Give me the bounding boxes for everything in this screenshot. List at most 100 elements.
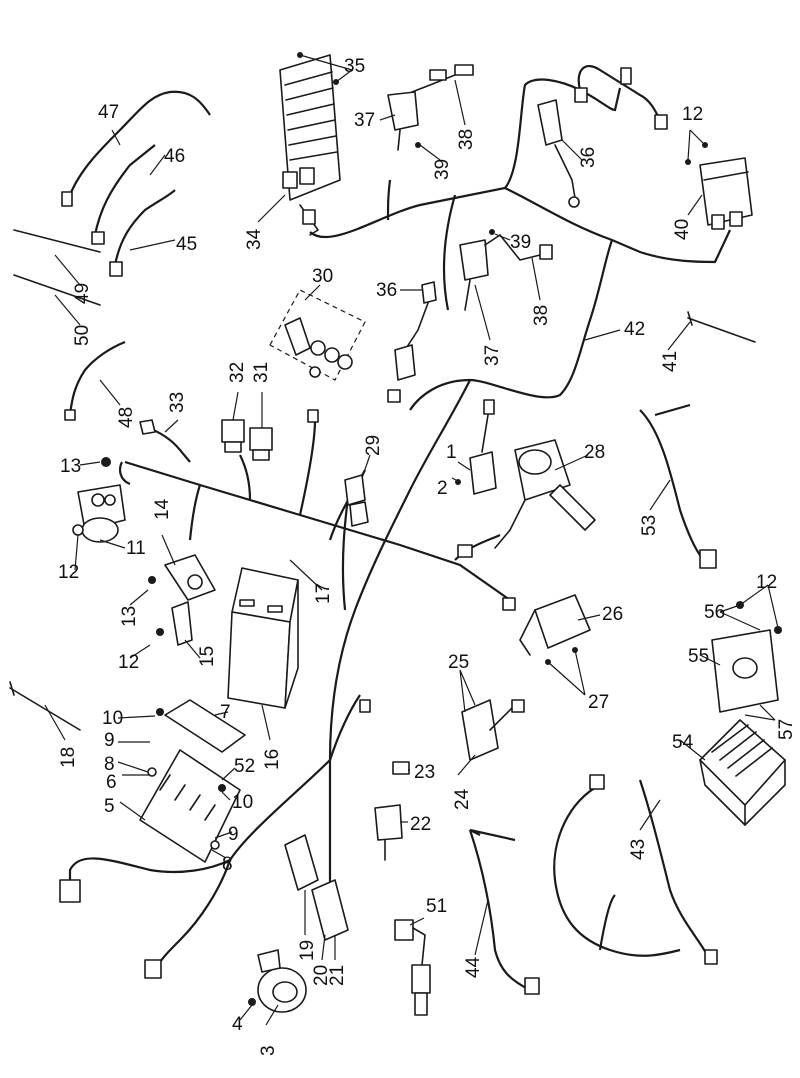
cable-tie-49 bbox=[13, 229, 101, 253]
callout-34: 34 bbox=[244, 228, 265, 250]
callout-18: 18 bbox=[58, 747, 79, 768]
fuse-box bbox=[139, 708, 241, 863]
callout-48: 48 bbox=[116, 407, 137, 428]
callout-9-lower: 9 bbox=[228, 824, 239, 845]
sensor-1 bbox=[455, 399, 497, 495]
callout-42: 42 bbox=[624, 319, 645, 340]
callout-31: 31 bbox=[251, 362, 272, 383]
starter-relay bbox=[72, 457, 126, 543]
callout-39-top: 39 bbox=[432, 159, 453, 180]
callout-19: 19 bbox=[297, 940, 318, 961]
wire-48 bbox=[64, 340, 126, 421]
callout-3: 3 bbox=[258, 1045, 279, 1056]
callout-20: 20 bbox=[311, 965, 332, 986]
connector-23 bbox=[392, 761, 410, 775]
callout-10-lower: 10 bbox=[232, 792, 253, 813]
handlebar-switch bbox=[494, 439, 596, 549]
callout-54: 54 bbox=[672, 732, 694, 753]
callout-17: 17 bbox=[313, 583, 334, 604]
callout-15: 15 bbox=[197, 646, 218, 667]
connector-20-21 bbox=[311, 879, 349, 941]
callout-16: 16 bbox=[262, 749, 283, 770]
fuse-kit-30 bbox=[269, 289, 366, 381]
small-harness-47 bbox=[61, 90, 211, 207]
callout-36-top: 36 bbox=[578, 147, 599, 168]
speed-sensor-top bbox=[387, 64, 474, 151]
cable-tie-41 bbox=[687, 311, 756, 343]
wire-33 bbox=[139, 419, 191, 463]
callout-8-upper: 8 bbox=[104, 754, 115, 775]
cable-tie-18 bbox=[9, 681, 81, 731]
callout-24: 24 bbox=[452, 788, 473, 810]
callout-32: 32 bbox=[227, 362, 248, 383]
callout-12-mid: 12 bbox=[118, 652, 139, 673]
callout-25: 25 bbox=[448, 652, 469, 673]
callout-35: 35 bbox=[344, 56, 365, 77]
callout-37-top: 37 bbox=[354, 110, 375, 131]
callout-55: 55 bbox=[688, 646, 709, 667]
sensor-22 bbox=[374, 804, 403, 861]
bracket-14 bbox=[164, 554, 216, 601]
bracket-15 bbox=[148, 576, 193, 646]
misc-connectors bbox=[59, 67, 668, 979]
horn bbox=[248, 949, 307, 1013]
callout-53: 53 bbox=[639, 515, 660, 536]
speed-sensor-middle bbox=[459, 229, 553, 311]
callout-26: 26 bbox=[602, 604, 623, 625]
fuse-box-cover bbox=[164, 699, 246, 753]
sub-harness-44 bbox=[468, 828, 540, 995]
callout-1: 1 bbox=[446, 442, 457, 463]
callout-27: 27 bbox=[588, 692, 609, 713]
callout-38-mid: 38 bbox=[531, 305, 552, 326]
ignition-coil bbox=[519, 594, 591, 665]
callout-29: 29 bbox=[363, 435, 384, 456]
small-harness-45 bbox=[109, 189, 176, 277]
relay-32 bbox=[221, 419, 245, 453]
callout-14: 14 bbox=[152, 498, 173, 520]
callout-40: 40 bbox=[672, 219, 693, 240]
callout-49: 49 bbox=[72, 283, 93, 304]
callout-33: 33 bbox=[167, 392, 188, 413]
callout-36-left: 36 bbox=[376, 280, 397, 301]
main-wiring-harness bbox=[309, 65, 731, 930]
sensor-36-top bbox=[537, 99, 580, 208]
callout-28: 28 bbox=[584, 442, 605, 463]
control-module bbox=[685, 142, 753, 230]
sub-harness-43 bbox=[553, 774, 718, 965]
callout-43: 43 bbox=[628, 839, 649, 860]
callout-51: 51 bbox=[426, 896, 447, 917]
callout-4: 4 bbox=[232, 1014, 243, 1035]
callout-38-top: 38 bbox=[456, 129, 477, 150]
callout-22: 22 bbox=[410, 814, 431, 835]
callout-13-upper: 13 bbox=[60, 456, 81, 477]
callout-5: 5 bbox=[104, 796, 115, 817]
regulator-rectifier bbox=[279, 52, 341, 236]
battery bbox=[227, 567, 299, 709]
callout-37-mid: 37 bbox=[482, 345, 503, 366]
connector-19 bbox=[284, 834, 319, 891]
callout-39-mid: 39 bbox=[510, 232, 531, 253]
callout-44: 44 bbox=[463, 956, 484, 978]
callout-2: 2 bbox=[437, 478, 448, 499]
callout-10-upper: 10 bbox=[102, 708, 123, 729]
relay-31 bbox=[249, 427, 273, 461]
callout-30: 30 bbox=[312, 266, 333, 287]
callout-57: 57 bbox=[776, 719, 797, 740]
callout-56: 56 bbox=[704, 602, 725, 623]
callout-12-right: 12 bbox=[756, 572, 777, 593]
callout-12-left: 12 bbox=[58, 562, 79, 583]
secondary-wiring-harness bbox=[68, 419, 511, 971]
small-harness-46 bbox=[91, 144, 156, 245]
callout-50: 50 bbox=[72, 325, 93, 346]
callout-46: 46 bbox=[164, 146, 185, 167]
callout-41: 41 bbox=[660, 351, 681, 372]
callout-11: 11 bbox=[126, 538, 146, 559]
callout-13-lower: 13 bbox=[119, 606, 140, 627]
leader-lines bbox=[44, 54, 779, 1026]
callout-45: 45 bbox=[176, 234, 197, 255]
callout-8-lower: 8 bbox=[222, 854, 233, 875]
ecu-module bbox=[699, 719, 786, 826]
callout-12-top: 12 bbox=[682, 104, 703, 125]
sensor-36-left bbox=[394, 281, 437, 381]
